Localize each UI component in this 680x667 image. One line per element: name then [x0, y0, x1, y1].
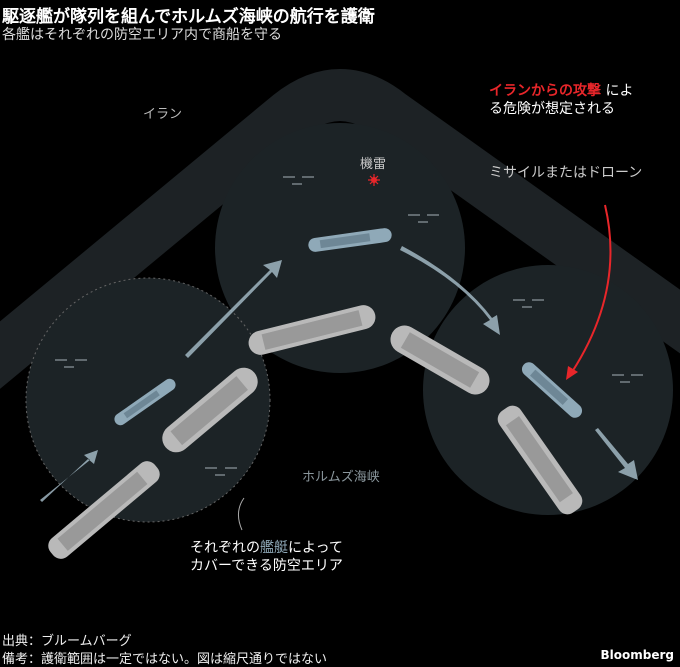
coverage-ship-text: 艦艇 — [260, 540, 288, 556]
warship-right — [521, 362, 583, 418]
coverage-annotation: それぞれの艦艇によって カバーできる防空エリア — [190, 539, 343, 575]
merchant-ship-3 — [48, 461, 160, 559]
arrow-4 — [595, 428, 638, 480]
merchant-ship-5 — [497, 405, 583, 515]
page-title: 駆逐艦が隊列を組んでホルムズ海峡の航行を護衛 — [2, 7, 375, 27]
label-missile: ミサイルまたはドローン — [489, 165, 643, 181]
mine-icon — [368, 174, 380, 186]
label-iran: イラン — [143, 107, 183, 122]
arrow-2 — [185, 260, 282, 358]
merchant-ship-2 — [162, 367, 258, 453]
arrow-1 — [40, 450, 98, 502]
merchant-ship-1 — [248, 305, 376, 355]
warship-center — [308, 228, 392, 252]
remarks-note: 備考：護衛範囲は一定ではない。図は縮尺通りではない — [2, 652, 328, 667]
source-note: 出典：ブルームバーグ — [2, 634, 132, 649]
attack-text-1: によ — [605, 83, 634, 99]
bloomberg-logo: Bloomberg — [600, 648, 675, 662]
label-strait: ホルムズ海峡 — [302, 470, 380, 485]
merchant-ship-4 — [390, 325, 490, 395]
attack-highlight: イランからの攻撃 — [489, 83, 601, 99]
warship-left — [114, 378, 176, 426]
coverage-text-1: それぞれの — [190, 540, 260, 556]
wave-marks — [55, 176, 643, 476]
callout-line — [238, 497, 245, 531]
coverage-text-2: によって — [288, 540, 343, 556]
iran-coastline — [0, 69, 680, 389]
attack-annotation: イランからの攻撃 によ る危険が想定される — [489, 82, 633, 118]
route-arrows — [40, 246, 638, 502]
attack-text-2: る危険が想定される — [489, 101, 615, 117]
page-subtitle: 各艦はそれぞれの防空エリア内で商船を守る — [2, 27, 282, 43]
missile-arrowhead — [566, 366, 578, 380]
coverage-text-3: カバーできる防空エリア — [190, 558, 343, 574]
missile-trajectory — [571, 204, 612, 373]
arrow-3 — [400, 246, 500, 335]
label-mine: 機雷 — [360, 157, 387, 172]
